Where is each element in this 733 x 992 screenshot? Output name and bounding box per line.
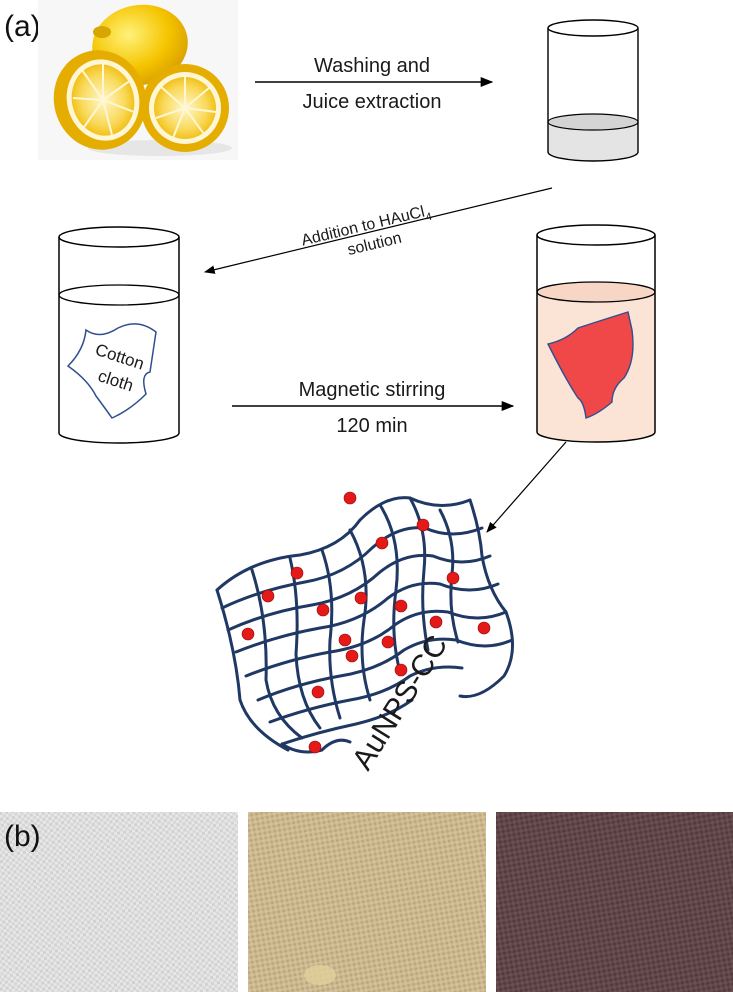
lemons-photo	[38, 0, 238, 160]
gold-nanoparticles	[241, 491, 491, 754]
brown-cotton-swatch	[496, 812, 733, 992]
washing-label-line1: Washing and	[314, 55, 430, 77]
stirring-label-line2: 120 min	[336, 415, 407, 437]
washing-label-line2: Juice extraction	[303, 91, 442, 113]
cotton-beaker: Cotton cloth	[58, 226, 180, 444]
cotton-cloth-shape	[66, 323, 157, 419]
product-arrow	[486, 441, 567, 533]
juice-beaker	[547, 19, 639, 162]
red-cloth-shape	[546, 311, 634, 419]
tan-cotton-swatch	[248, 812, 486, 992]
addition-label: Addition to HAuCl4 solution	[300, 204, 434, 260]
addition-arrow	[203, 187, 553, 274]
stirring-label-line1: Magnetic stirring	[299, 379, 446, 401]
aunps-cc-mesh	[215, 496, 515, 754]
panel-label-a: (a)	[4, 10, 41, 43]
panel-label-b: (b)	[4, 820, 41, 853]
addition-label-subscript: 4	[425, 211, 434, 224]
solution-beaker	[536, 224, 656, 443]
raw-cotton-swatch	[0, 812, 238, 992]
